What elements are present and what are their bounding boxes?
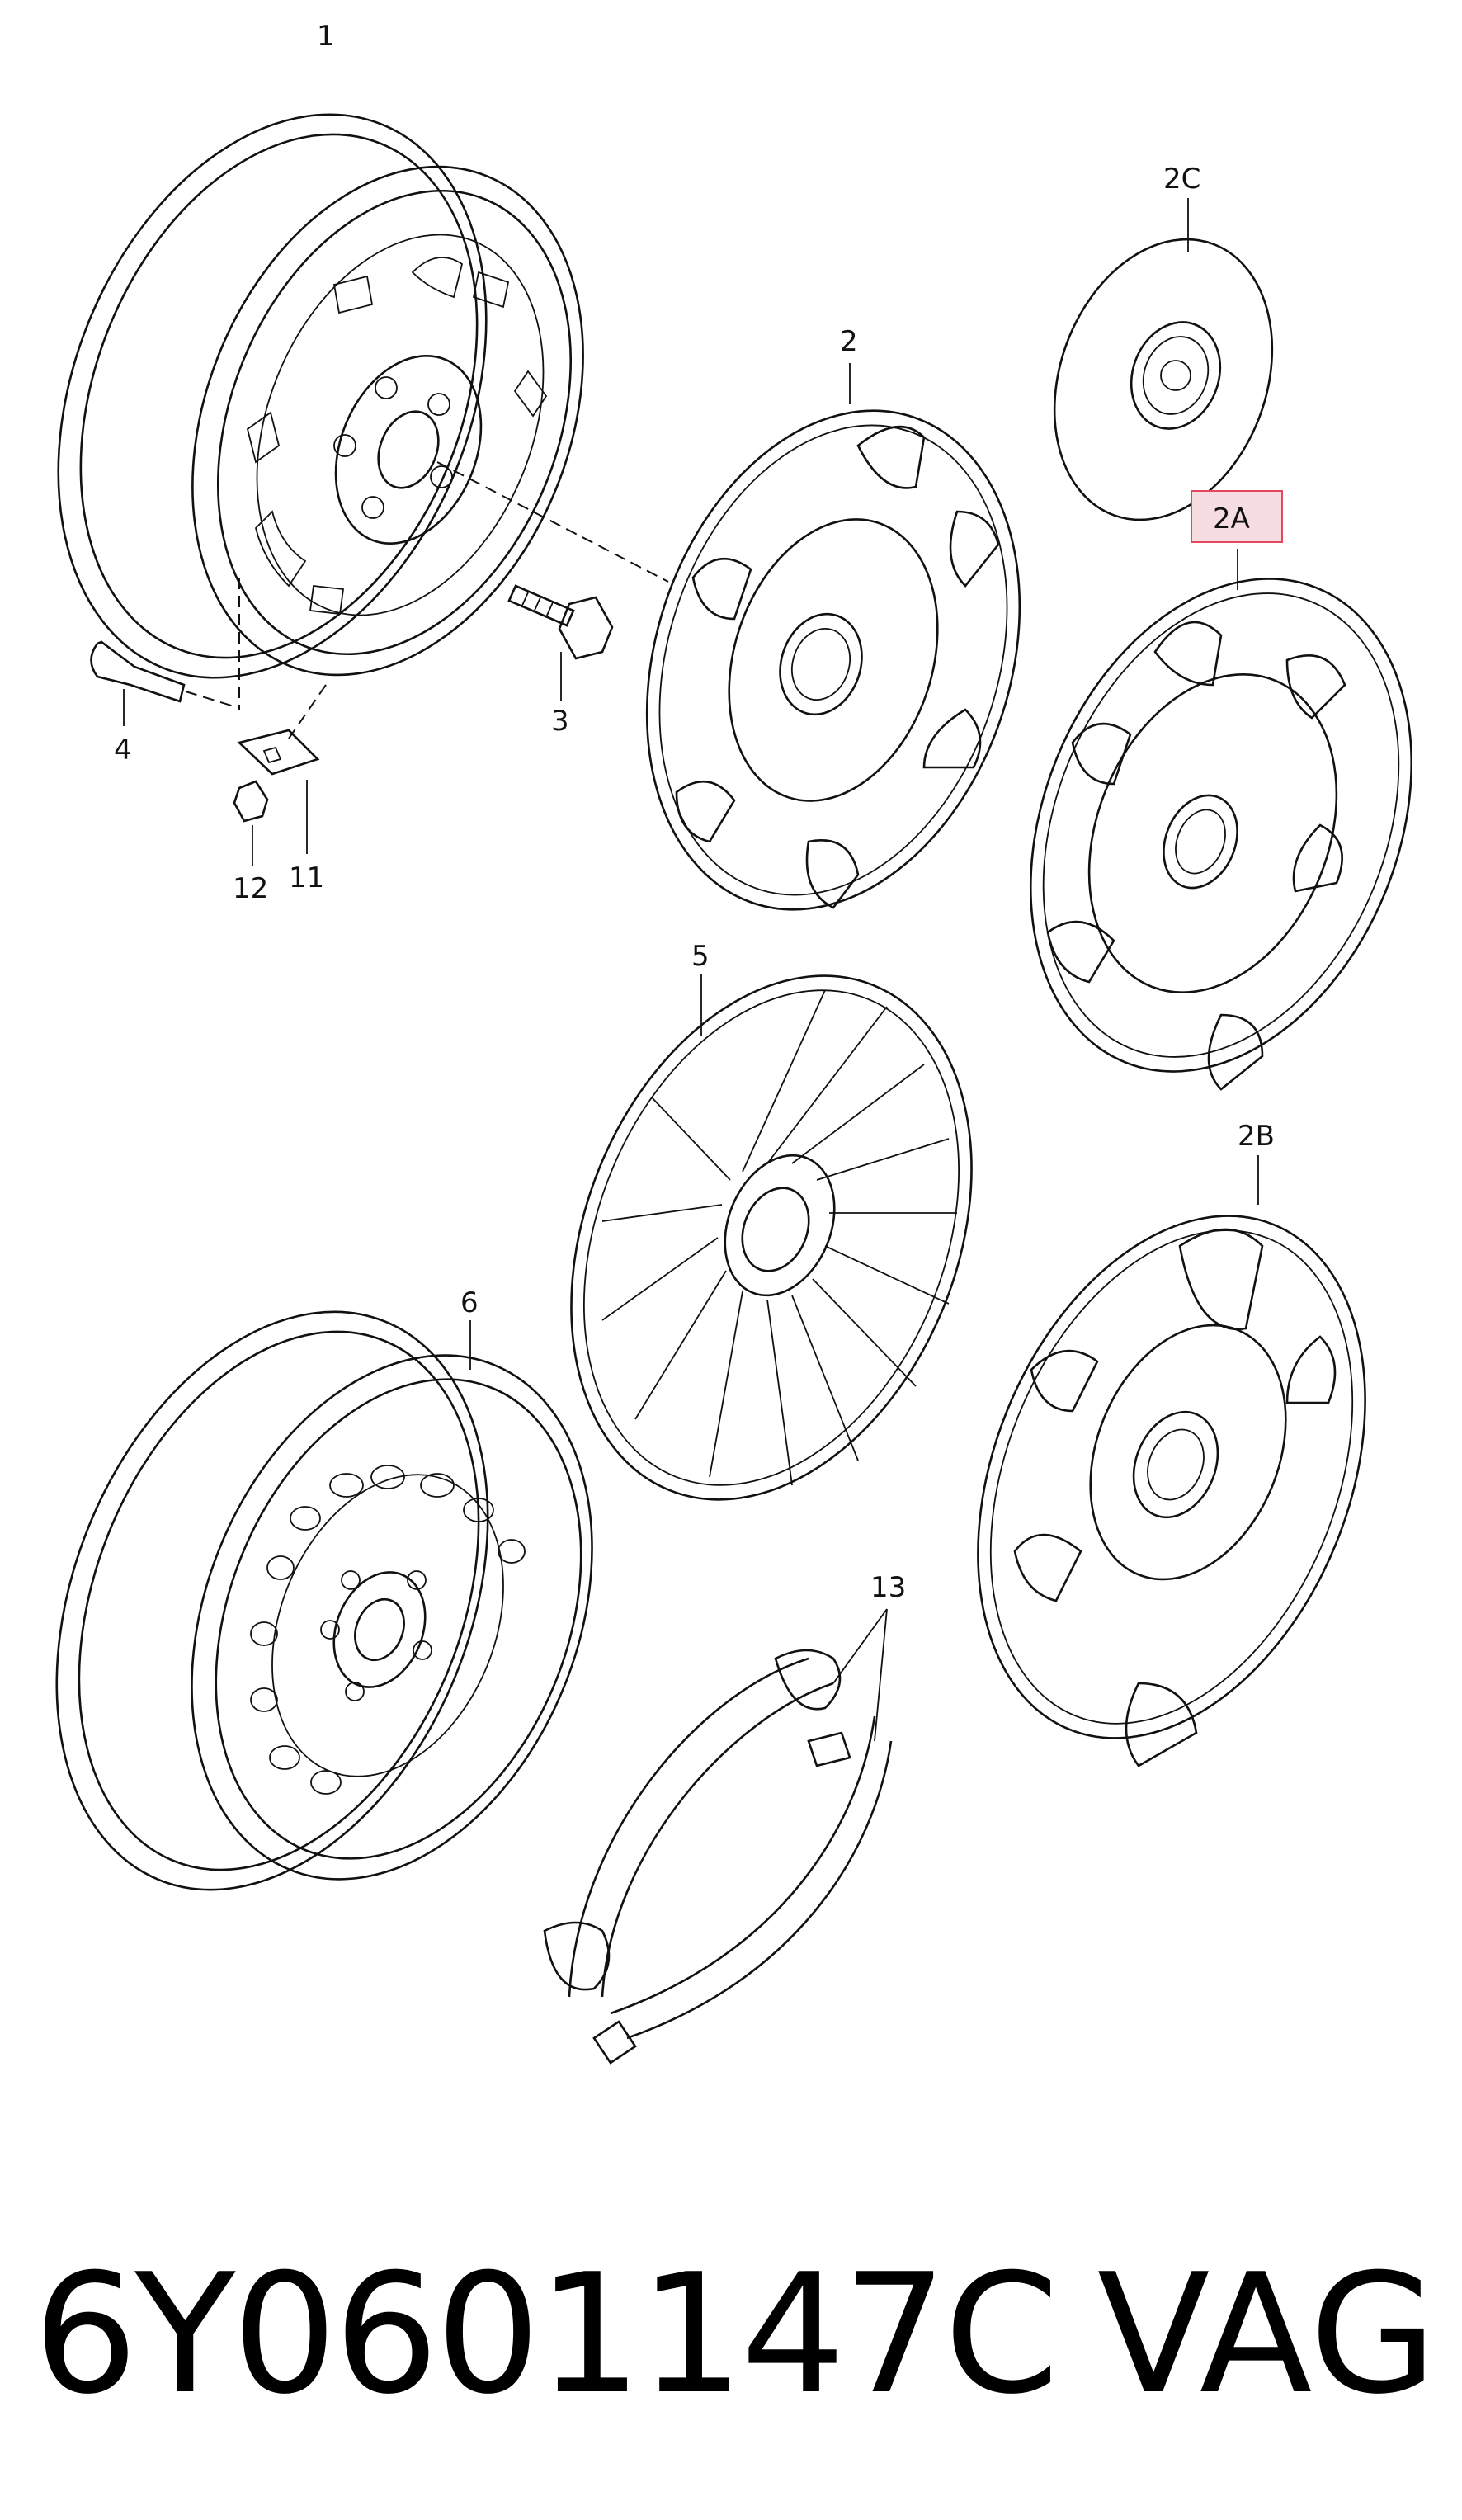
wheel-cover-2	[645, 363, 1021, 911]
wheel-cover-2B	[977, 1155, 1366, 1767]
exploded-parts-diagram: 1 2 2C 2A 3 4 11 12 5 2B 6 13	[55, 20, 1413, 2065]
wheel-bolt-3	[436, 461, 669, 701]
brand-name: VAG	[1096, 2239, 1437, 2431]
callout-4: 4	[114, 734, 132, 767]
callout-11: 11	[289, 861, 324, 894]
callout-5: 5	[691, 940, 710, 973]
sensor-parts-11-12	[233, 684, 327, 866]
wheel-cover-2A	[1029, 549, 1413, 1091]
part-number: 6Y0601147C	[33, 2239, 1059, 2431]
highlight-box-2A	[1191, 490, 1283, 543]
callout-13: 13	[870, 1571, 906, 1604]
tire-valve-4	[90, 578, 240, 726]
callout-12: 12	[233, 872, 268, 905]
steel-wheel-rim-1	[57, 113, 584, 679]
callout-2: 2	[840, 325, 858, 358]
retaining-ring-13	[543, 1608, 893, 2065]
callout-3: 3	[551, 705, 569, 738]
callout-6: 6	[460, 1286, 479, 1319]
footer-label: 6Y0601147C VAG	[0, 2228, 1462, 2475]
callout-2A: 2A	[1213, 503, 1250, 536]
wheel-cover-5	[570, 974, 973, 1501]
steel-wheel-6	[55, 1310, 593, 1891]
callout-2C: 2C	[1163, 163, 1200, 196]
callout-2B: 2B	[1238, 1120, 1275, 1153]
center-cap-2C	[1053, 198, 1274, 521]
callout-1: 1	[317, 20, 335, 53]
